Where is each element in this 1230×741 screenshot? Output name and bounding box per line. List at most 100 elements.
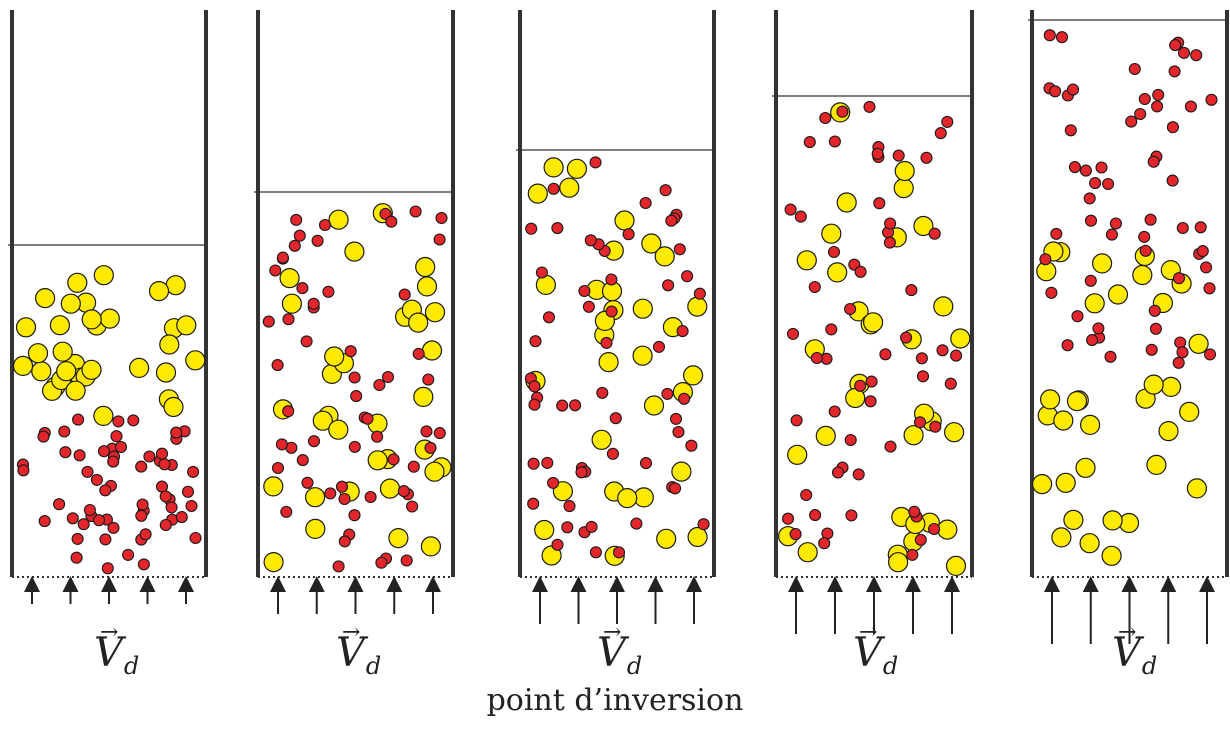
fine-particle	[542, 311, 556, 324]
fine-particle	[1172, 272, 1186, 285]
fine-particle	[1151, 100, 1164, 113]
fine-particle	[541, 456, 554, 469]
fine-particle	[37, 430, 50, 443]
fine-particle	[83, 503, 96, 517]
coarse-particle	[559, 177, 580, 198]
coarse-particle	[408, 312, 429, 333]
fine-particle	[1169, 39, 1182, 52]
fine-particle	[605, 305, 618, 318]
fine-particle	[1145, 343, 1158, 356]
fine-particle	[884, 440, 897, 453]
fine-particle	[72, 413, 85, 426]
fine-particle	[311, 234, 324, 247]
fine-particle	[600, 336, 613, 349]
fine-particle	[662, 279, 675, 292]
coarse-particle	[937, 519, 958, 540]
fine-particle	[605, 273, 618, 286]
coarse-particle	[656, 528, 677, 549]
fine-particle	[639, 457, 653, 470]
fine-particle	[1128, 62, 1141, 76]
coarse-particle	[263, 551, 284, 573]
coarse-particle	[31, 361, 52, 382]
fine-particle	[789, 528, 802, 541]
fine-particle	[920, 151, 933, 164]
velocity-label-2: →Vd	[336, 620, 382, 680]
coarse-particle	[99, 308, 120, 329]
fine-particle	[335, 480, 349, 493]
fine-particle	[673, 243, 686, 256]
fine-particle	[137, 558, 150, 571]
coarse-particle	[185, 350, 206, 371]
fine-particle	[803, 136, 816, 149]
fine-particle	[934, 127, 947, 140]
fine-particle	[819, 111, 832, 125]
coarse-particle	[1051, 527, 1072, 548]
fine-particle	[158, 458, 171, 471]
fine-particle	[1139, 244, 1152, 257]
fine-particle	[676, 325, 689, 338]
coarse-particle	[943, 422, 965, 443]
coarse-particle	[324, 346, 345, 367]
fine-particle	[350, 390, 363, 403]
fine-particle	[318, 218, 332, 232]
coarse-particle	[815, 425, 836, 446]
coarse-particle	[279, 268, 300, 289]
fine-particle	[282, 313, 295, 326]
coarse-particle	[305, 487, 326, 508]
fine-particle	[681, 270, 694, 283]
fine-particle	[275, 438, 288, 451]
coarse-particle	[836, 192, 857, 213]
fine-particle	[950, 349, 963, 362]
fine-particle	[1152, 88, 1165, 101]
fine-particle	[652, 340, 666, 353]
coarse-particle	[1179, 401, 1200, 422]
fine-particle	[809, 509, 822, 522]
fine-particle	[77, 518, 90, 531]
coarse-particle	[894, 160, 915, 182]
fine-particle	[1200, 261, 1213, 274]
vector-arrow-icon: →	[342, 620, 361, 645]
fine-particle	[159, 490, 172, 503]
fine-particle	[790, 414, 803, 427]
fine-particle	[280, 505, 293, 518]
fine-particle	[556, 399, 569, 412]
coarse-particle	[643, 395, 665, 416]
fine-particle	[1089, 177, 1102, 190]
fine-particle	[307, 297, 320, 310]
fine-particle	[1184, 100, 1197, 113]
fine-particle	[905, 284, 918, 297]
coarse-particle	[155, 362, 177, 383]
fine-particle	[296, 282, 309, 295]
fine-particle	[424, 441, 437, 454]
fine-particle	[433, 233, 446, 246]
fine-particle	[914, 533, 927, 546]
fine-particle	[71, 532, 84, 545]
fine-particle	[561, 521, 574, 534]
fine-particle	[1109, 217, 1122, 230]
fine-particle	[398, 288, 411, 301]
fine-particle	[1084, 274, 1097, 287]
fine-particle	[385, 215, 398, 228]
fine-particle	[371, 430, 384, 443]
fine-particle	[1045, 286, 1058, 299]
fine-particle	[1066, 83, 1080, 96]
coarse-particle	[263, 476, 284, 497]
coarse-particle	[15, 317, 37, 338]
fine-particle	[525, 222, 538, 235]
coarse-particle	[945, 555, 967, 577]
fine-particle	[1125, 115, 1138, 128]
fine-particle	[800, 488, 813, 502]
fine-particle	[854, 379, 867, 392]
coarse-particle	[797, 542, 818, 563]
fine-particle	[661, 387, 674, 400]
coarse-particle	[424, 461, 445, 482]
fine-particle	[361, 412, 374, 425]
coarse-particle	[821, 223, 842, 244]
fine-particle	[1148, 304, 1161, 317]
fine-particle	[110, 430, 123, 443]
fine-particle	[139, 528, 152, 541]
fine-particle	[685, 439, 698, 452]
fine-particle	[844, 433, 857, 447]
coarse-particle	[60, 293, 81, 314]
coarse-particle	[1132, 264, 1153, 286]
